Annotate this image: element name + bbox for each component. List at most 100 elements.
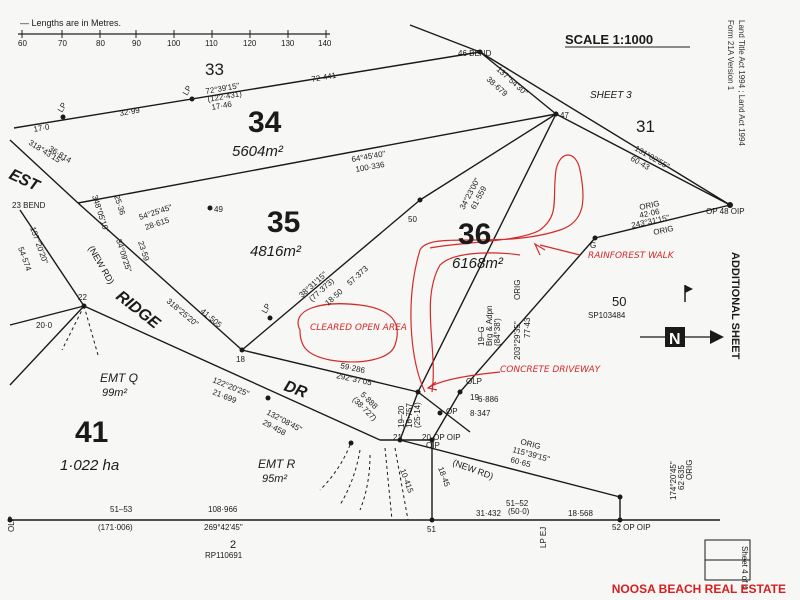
segment-label: 51–53 bbox=[110, 505, 133, 514]
segment-label: 19–20 bbox=[397, 405, 406, 428]
road-label-ridge: RIDGE bbox=[113, 288, 164, 333]
marker-olp: OLP bbox=[466, 377, 482, 386]
flag-icon bbox=[684, 285, 693, 302]
point-label: 22 bbox=[78, 293, 87, 302]
marker-olp: OLP bbox=[7, 516, 16, 532]
cleared-area-outline bbox=[297, 303, 398, 363]
scale-tick: 80 bbox=[96, 39, 105, 48]
north-arrow: N bbox=[640, 327, 724, 348]
sheet-number: Sheet 4 of 4 bbox=[740, 546, 749, 590]
form-note-2: Form 21A Version 1 bbox=[726, 20, 735, 91]
point-label: OP 48 OIP bbox=[706, 207, 745, 216]
distance-label: 54·574 bbox=[16, 246, 33, 273]
point-label: 51 bbox=[427, 525, 436, 534]
distance-label: 62·635 bbox=[677, 465, 686, 490]
easement-label: EMT Q bbox=[100, 371, 138, 385]
annotation-rainforest-walk: RAINFOREST WALK bbox=[588, 251, 675, 261]
bearing-label: 269°42'45" bbox=[204, 523, 243, 532]
scale-label: SCALE 1:1000 bbox=[565, 32, 653, 47]
distance-label: 18·568 bbox=[568, 509, 593, 518]
lot-area: 1·022 ha bbox=[60, 457, 119, 474]
bearing-label: (84°38') bbox=[493, 318, 502, 346]
distance-label: 41·505 bbox=[199, 307, 224, 330]
distance-label: 16·757 bbox=[405, 403, 414, 428]
bearing-label: 157°20'20" bbox=[28, 226, 50, 266]
easement-lines bbox=[61, 305, 409, 521]
distance-label: 18·45 bbox=[436, 466, 452, 489]
point-label: 52 OP OIP bbox=[612, 523, 651, 532]
scale-tick: 70 bbox=[58, 39, 67, 48]
sheet-number-box: Sheet 4 of 4 bbox=[704, 539, 751, 590]
lot-area: 4816m² bbox=[250, 243, 302, 260]
distance-label: 20·0 bbox=[36, 321, 53, 330]
segment-label: Brg & Adpn bbox=[485, 306, 494, 346]
marker-lp: LP bbox=[181, 84, 194, 97]
additional-sheet-label: ADDITIONAL SHEET bbox=[729, 252, 741, 360]
distance-label: 108·966 bbox=[208, 505, 238, 514]
marker-lp: LP bbox=[260, 302, 273, 315]
point-label: 47 bbox=[560, 111, 569, 120]
lot-number: 34 bbox=[248, 106, 282, 139]
bearing-label: 292°37'05" bbox=[336, 371, 376, 388]
distance-label: 8·347 bbox=[470, 409, 491, 418]
distance-label: 32·99 bbox=[119, 105, 141, 118]
distance-label: 10·415 bbox=[398, 468, 415, 495]
lot-plan: RP110691 bbox=[205, 551, 243, 560]
point-label: 18 bbox=[236, 355, 245, 364]
lot-number: 31 bbox=[636, 117, 655, 136]
north-label: N bbox=[669, 331, 681, 348]
orig-label: ORIG bbox=[653, 224, 675, 237]
bearing-label: 174°20'45" bbox=[669, 461, 678, 500]
marker-op: OP bbox=[446, 407, 458, 416]
lot-number: 41 bbox=[75, 416, 108, 449]
annotation-concrete-driveway: CONCRETE DRIVEWAY bbox=[500, 365, 602, 375]
bearing-label: 348°05'10" bbox=[90, 194, 111, 234]
distance-label: (25·14) bbox=[413, 402, 422, 428]
lot-number: 2 bbox=[230, 539, 236, 551]
orig-label: ORIG bbox=[513, 280, 522, 300]
easement-area: 99m² bbox=[102, 387, 127, 399]
orig-label: ORIG bbox=[639, 199, 661, 212]
lot-number: 33 bbox=[205, 60, 224, 79]
distance-label: 31·432 bbox=[476, 509, 501, 518]
distance-label: 17·46 bbox=[211, 99, 233, 112]
rainforest-walk-path bbox=[410, 154, 584, 393]
lot-area: 5604m² bbox=[232, 143, 284, 160]
road-label-new-rd: (NEW RD) bbox=[451, 457, 494, 481]
segment-label: 19–G bbox=[477, 326, 486, 346]
scale-bar: — Lengths are in Metres. 60 70 80 90 100… bbox=[18, 18, 332, 48]
marker-lp: LP bbox=[56, 101, 69, 114]
distance-label: (171·006) bbox=[98, 523, 133, 532]
distance-label: 23·59 bbox=[136, 240, 151, 263]
road-label-west: EST bbox=[6, 166, 42, 195]
scale-tick: 140 bbox=[318, 39, 332, 48]
easement-area: 95m² bbox=[262, 473, 287, 485]
distance-label: 72·441 bbox=[311, 71, 338, 84]
bearing-label: 318°25'20" bbox=[165, 297, 201, 329]
scale-tick: 100 bbox=[167, 39, 181, 48]
distance-label: (50·0) bbox=[508, 507, 530, 516]
lot-number: 36 bbox=[458, 218, 491, 251]
sheet-label: SHEET 3 bbox=[590, 90, 632, 101]
distance-label: 42·06 bbox=[639, 207, 661, 220]
scale-tick: 60 bbox=[18, 39, 27, 48]
bearing-label: 34°09'25" bbox=[114, 238, 133, 274]
orig-label: ORIG bbox=[685, 460, 694, 480]
point-label: G bbox=[590, 241, 596, 250]
scale-tick: 120 bbox=[243, 39, 257, 48]
marker-lp-ej: LP EJ bbox=[539, 527, 548, 548]
segment-label: 51–52 bbox=[506, 499, 529, 508]
lot-number: 35 bbox=[267, 206, 300, 239]
scale-tick: 110 bbox=[205, 39, 218, 48]
point-label: 46 BEND bbox=[458, 49, 492, 58]
scale-tick: 90 bbox=[132, 39, 141, 48]
point-label: 19 bbox=[470, 393, 479, 402]
easement-label: EMT R bbox=[258, 457, 296, 471]
point-label: 50 bbox=[408, 215, 417, 224]
lengths-note: — Lengths are in Metres. bbox=[20, 18, 121, 28]
marker-oip: OIP bbox=[426, 441, 440, 450]
lot-area: 6168m² bbox=[452, 255, 504, 272]
driveway-pointer bbox=[426, 371, 501, 391]
scale-tick: 130 bbox=[281, 39, 295, 48]
bearing-label: 203°29'35" bbox=[513, 321, 522, 360]
